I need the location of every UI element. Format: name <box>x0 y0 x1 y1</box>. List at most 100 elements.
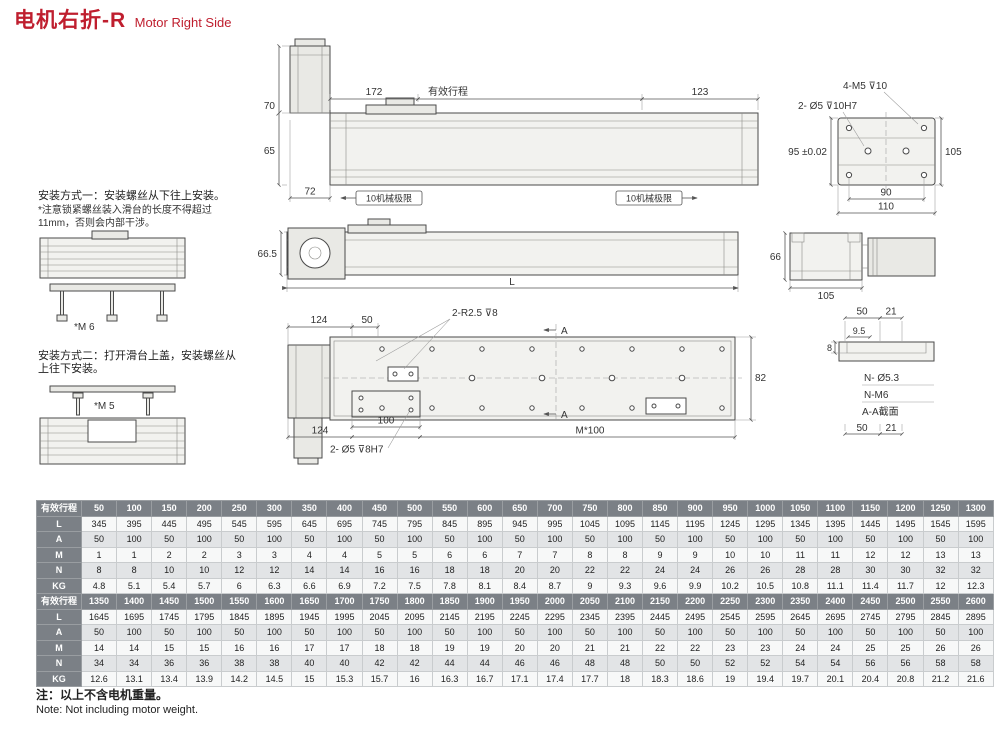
spec-cell: 17 <box>326 639 363 656</box>
dim-124-bottom: 124 <box>312 426 329 437</box>
spec-cell: 1195 <box>677 515 714 532</box>
dim-8: 8 <box>827 343 832 353</box>
spec-cell: 1550 <box>221 593 258 610</box>
spec-cell: 14 <box>326 562 363 579</box>
spec-cell: 2445 <box>641 608 679 625</box>
spec-cell: 100 <box>747 531 784 548</box>
spec-cell: 1200 <box>887 500 924 517</box>
page-title: 电机右折-R Motor Right Side <box>14 4 231 34</box>
carriage-plan <box>351 390 421 418</box>
spec-cell: 1750 <box>361 593 398 610</box>
spec-cell: 1945 <box>291 608 328 625</box>
spec-cell: 900 <box>677 500 714 517</box>
spec-cell: 5.7 <box>186 577 223 594</box>
spec-cell: 26 <box>922 639 959 656</box>
spec-cell: 50 <box>677 655 714 672</box>
spec-cell: 25 <box>887 639 924 656</box>
spec-cell: 100 <box>747 624 784 641</box>
spec-cell: 13.1 <box>116 670 153 687</box>
spec-cell: 2245 <box>501 608 538 625</box>
spec-cell: 2795 <box>887 608 924 625</box>
spec-cell: 550 <box>431 500 468 517</box>
spec-cell: 46 <box>501 655 538 672</box>
spec-cell: 10 <box>747 546 784 563</box>
spec-cell: 26 <box>712 562 749 579</box>
label-2-phi5-10h7: 2- Ø5 ⊽10H7 <box>798 101 857 112</box>
spec-cell: 800 <box>606 500 644 517</box>
end-view-mid-drawing: 66 105 <box>770 231 936 302</box>
spec-cell: 400 <box>326 500 363 517</box>
row-label: A <box>36 531 82 548</box>
spec-cell: 11.7 <box>887 577 924 594</box>
spec-cell: 50 <box>221 624 258 641</box>
spec-cell: 2200 <box>677 593 714 610</box>
mount-plate-1 <box>49 283 176 292</box>
spec-cell: 1095 <box>606 515 644 532</box>
spec-cell: 1850 <box>431 593 468 610</box>
spec-cell: 42 <box>396 655 433 672</box>
spec-cell: 100 <box>116 500 153 517</box>
end-view-top-drawing: 4-M5 ⊽10 2- Ø5 ⊽10H7 95 ±0.02 105 90 110 <box>788 81 962 216</box>
spec-cell: 1450 <box>151 593 188 610</box>
spec-cell: 14 <box>116 639 153 656</box>
spec-cell: 19.4 <box>747 670 784 687</box>
spec-cell: 100 <box>957 624 995 641</box>
spec-cell: 1 <box>80 546 118 563</box>
mech-limit-right-label: 10机械极限 <box>626 193 672 204</box>
spec-cell: 34 <box>80 655 118 672</box>
spec-cell: 25 <box>852 639 889 656</box>
spec-cell: 50 <box>641 655 679 672</box>
dim-66-5: 66.5 <box>258 249 278 260</box>
spec-cell: 22 <box>641 639 679 656</box>
spec-cell: 17.4 <box>536 670 573 687</box>
spec-cell: 10 <box>151 562 188 579</box>
spec-cell: 24 <box>782 639 819 656</box>
spec-cell: 16.7 <box>466 670 503 687</box>
sensor-block <box>645 397 687 415</box>
spec-cell: 1250 <box>922 500 959 517</box>
section-mark-a-top: A <box>561 326 568 337</box>
spec-cell: 20.8 <box>887 670 924 687</box>
spec-cell: 100 <box>887 624 924 641</box>
spec-cell: 1245 <box>712 515 749 532</box>
spec-cell: 250 <box>221 500 258 517</box>
spec-cell: 19.7 <box>782 670 819 687</box>
row-label: L <box>36 515 82 532</box>
spec-cell: 750 <box>571 500 608 517</box>
spec-cell: 12.6 <box>80 670 118 687</box>
spec-cell: 645 <box>291 515 328 532</box>
spec-cell: 42 <box>361 655 398 672</box>
spec-cell: 345 <box>80 515 118 532</box>
spec-cell: 21.2 <box>922 670 959 687</box>
dim-105-end-mid: 105 <box>818 291 835 302</box>
spec-cell: 58 <box>922 655 959 672</box>
spec-cell: 50 <box>852 624 889 641</box>
spec-cell: 11.1 <box>817 577 854 594</box>
spec-cell: 44 <box>431 655 468 672</box>
spec-cell: 40 <box>326 655 363 672</box>
dim-21-right-bottom: 21 <box>885 423 897 434</box>
spec-cell: 2050 <box>571 593 608 610</box>
spec-cell: 4.8 <box>80 577 118 594</box>
spec-cell: 50 <box>431 624 468 641</box>
spec-cell: 56 <box>887 655 924 672</box>
spec-cell: 15.3 <box>326 670 363 687</box>
spec-cell: 1500 <box>186 593 223 610</box>
spec-cell: 26 <box>747 562 784 579</box>
spec-cell: 50 <box>80 624 118 641</box>
spec-cell: 595 <box>256 515 293 532</box>
spec-cell: 745 <box>361 515 398 532</box>
spec-cell: 17.7 <box>571 670 608 687</box>
spec-cell: 350 <box>291 500 328 517</box>
spec-cell: 40 <box>291 655 328 672</box>
spec-cell: 395 <box>116 515 153 532</box>
spec-cell: 950 <box>712 500 749 517</box>
label-2-r2-5: 2-R2.5 ⊽8 <box>452 308 498 319</box>
method2-title: 安装方式二：打开滑台上盖，安装螺丝从上往下安装。 <box>38 350 236 375</box>
dim-L: L <box>509 277 515 288</box>
spec-cell: 23 <box>712 639 749 656</box>
